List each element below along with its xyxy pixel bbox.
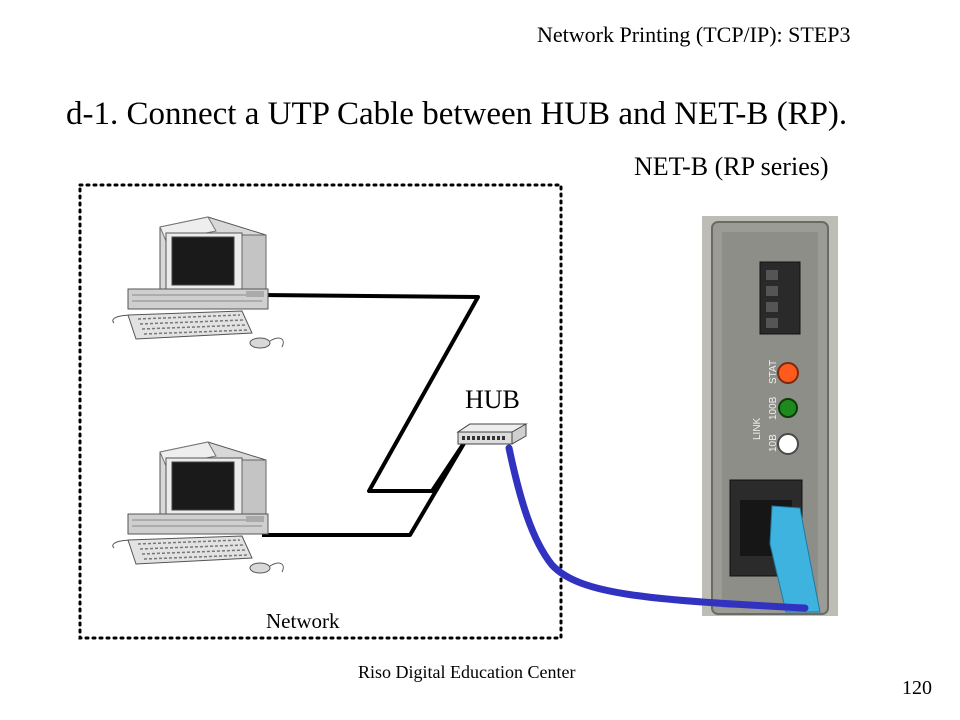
network-boundary: [78, 183, 563, 640]
header-title: Network Printing (TCP/IP): STEP3: [537, 22, 851, 47]
hub-icon: [456, 423, 528, 445]
footer-text: Riso Digital Education Center: [358, 662, 576, 682]
hub-label: HUB: [465, 385, 520, 414]
led-label-stat: STAT: [768, 360, 779, 384]
page-number: 120: [902, 677, 932, 699]
ethernet-plug: [769, 505, 821, 613]
led-label-10b: 10B: [768, 434, 779, 452]
computer-icon: [112, 441, 284, 574]
slide-title: d-1. Connect a UTP Cable between HUB and…: [66, 96, 848, 132]
10b-led-icon: [777, 433, 799, 455]
100b-led-icon: [778, 398, 798, 418]
led-label-100b: 100B: [768, 396, 779, 420]
stat-led-icon: [777, 362, 799, 384]
device-label: NET-B (RP series): [634, 152, 829, 181]
network-label: Network: [266, 609, 340, 633]
utp-cable: [505, 444, 809, 612]
computer-icon: [112, 216, 284, 349]
cable-pc1-hub: [261, 293, 480, 493]
net-b-device: STAT 100B 10B LINK: [702, 216, 838, 616]
cable-pc2-hub: [262, 438, 468, 537]
led-label-link: LINK: [752, 417, 763, 440]
